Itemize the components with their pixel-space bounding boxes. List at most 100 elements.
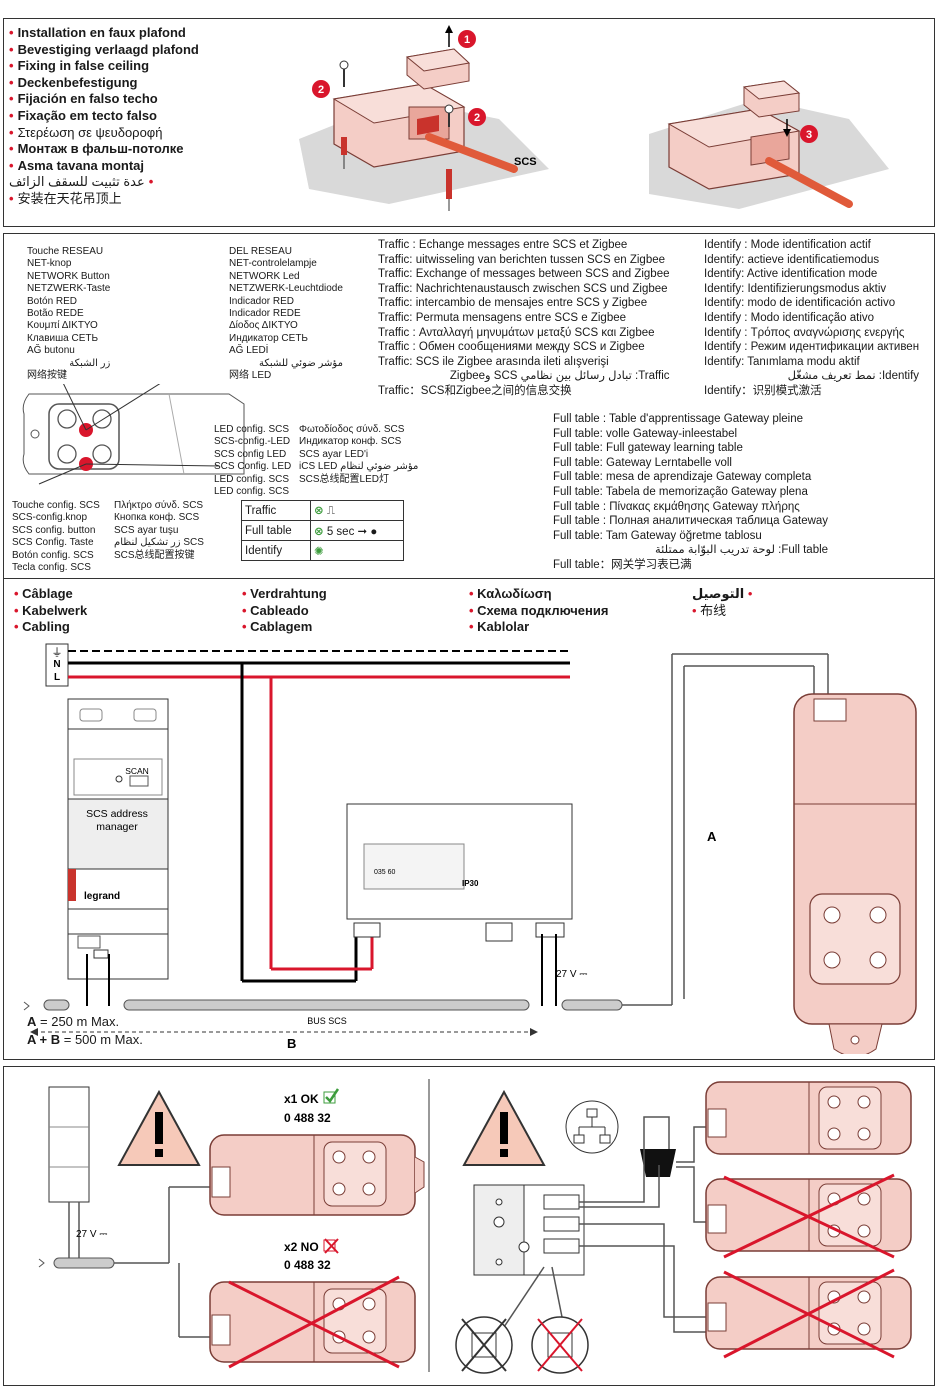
- bullet-icon: •: [9, 190, 14, 206]
- identify-description: Identify : Режим идентификации активен: [704, 341, 920, 354]
- duration: 5 sec: [326, 525, 355, 538]
- scs-led-label: SCS总线配置LED灯: [299, 473, 390, 485]
- svg-text:x2 NO: x2 NO: [284, 1240, 319, 1254]
- gateway-right-2: [705, 1173, 912, 1259]
- cover-top: [405, 25, 471, 90]
- svg-text:27 V ⎓: 27 V ⎓: [76, 1229, 107, 1240]
- legend-label: Identify: [241, 540, 311, 561]
- traffic-description: Traffic: Nachrichtenaustausch zwischen S…: [378, 282, 668, 295]
- traffic-description: Traffic：SCS和Zigbee之间的信息交换: [378, 384, 572, 397]
- power-supply: 035 60 IP30: [346, 803, 573, 942]
- mounting-language-item: •Fijación en falso techo: [9, 91, 269, 108]
- gateway-body-right: [667, 108, 853, 208]
- cabling-title-label: Kabelwerk: [22, 602, 88, 618]
- svg-text:2: 2: [474, 112, 480, 124]
- bullet-icon: •: [242, 602, 251, 618]
- scs-button-label: SCS Config. Taste: [12, 537, 94, 549]
- traffic-description: Traffic : Ανταλλαγή μηνυμάτων μεταξύ SCS…: [378, 326, 655, 339]
- scs-led-label: LED config. SCS: [214, 473, 290, 485]
- scs-button-label: Botón config. SCS: [12, 549, 94, 561]
- cabling-title: • Cabling: [14, 619, 87, 636]
- network-led-label: NET-controlelampje: [229, 258, 317, 270]
- network-led-label: Indicador REDE: [229, 308, 301, 320]
- bullet-icon: •: [9, 25, 14, 40]
- scs-led-label: iCS LED مؤشر ضوئي لنظام: [299, 461, 419, 473]
- svg-text:L: L: [54, 672, 60, 683]
- cabling-title-label: التوصيل: [692, 586, 745, 601]
- network-led-label: مؤشر ضوئي للشبكة: [259, 357, 343, 369]
- network-led-label: NETZWERK-Leuchtdiode: [229, 283, 343, 295]
- identify-description: Identify: Active identification mode: [704, 268, 878, 281]
- bullet-icon: •: [9, 157, 14, 173]
- cabling-title-label: Kablolar: [477, 619, 530, 634]
- mounting-language-label: Fixing in false ceiling: [17, 58, 150, 74]
- arrow-icon: ➞: [357, 525, 368, 538]
- psu-sketch-right: [473, 1184, 585, 1276]
- svg-text:SCAN: SCAN: [125, 766, 149, 776]
- cabling-title-label: 布线: [700, 602, 727, 618]
- svg-text:B: B: [287, 1036, 296, 1051]
- traffic-led-icon: ⊗: [314, 505, 324, 517]
- bullet-icon: •: [9, 107, 14, 123]
- cabling-title: التوصيل •: [692, 586, 752, 603]
- warning-triangle-left: [117, 1089, 201, 1166]
- screws: [339, 60, 454, 211]
- cabling-titles-2: • Verdrahtung• Cableado• Cablagem: [242, 586, 327, 636]
- mounting-language-label: Bevestiging verlaagd plafond: [17, 41, 199, 57]
- cabling-title-label: Câblage: [22, 586, 73, 601]
- cabling-title-label: Καλωδίωση: [477, 586, 552, 601]
- svg-text:A: A: [707, 829, 717, 844]
- cover-right: [742, 80, 801, 137]
- network-button-label: NETWORK Button: [27, 270, 110, 282]
- identify-description: Identify: modo de identificación activo: [704, 297, 896, 310]
- full-table-description: Full table : Table d'apprentissage Gatew…: [553, 413, 804, 425]
- mounting-language-item: •Bevestiging verlaagd plafond: [9, 42, 269, 59]
- legend-row-traffic: Traffic ⊗ ⎍: [241, 500, 404, 521]
- blink-led-icon: ✺: [314, 545, 324, 558]
- ok-check-icon: [323, 1091, 336, 1104]
- scs-button-label: Touche config. SCS: [12, 500, 100, 511]
- cabling-title-label: Cabling: [22, 619, 70, 634]
- network-button-label: AĞ butonu: [27, 345, 75, 357]
- mounting-language-item: •安装在天花吊顶上: [9, 191, 269, 208]
- cabling-titles-1: • Câblage• Kabelwerk• Cabling: [14, 586, 87, 636]
- svg-text:035 60: 035 60: [374, 869, 396, 876]
- warning-panel: 27 V ⎓ x1 OK 0 488 32 x2 NO 0 488 32: [3, 1066, 935, 1386]
- cabling-titles-3: • Καλωδίωση• Схема подключения• Kablolar: [469, 586, 608, 636]
- full-table-description: Full table：网关学习表已满: [553, 558, 692, 571]
- bullet-icon: •: [14, 619, 23, 634]
- svg-text:27 V ⎓: 27 V ⎓: [556, 969, 587, 980]
- legend-row-full-table: Full table ⊗ 5 sec ➞ ●: [241, 520, 404, 541]
- svg-text:BUS SCS: BUS SCS: [307, 1016, 347, 1026]
- bullet-icon: •: [692, 602, 701, 618]
- scs-button-label: SCS总线配置按键: [114, 549, 195, 561]
- scs-led-label: LED config. SCS: [214, 424, 290, 435]
- mounting-language-label: Монтаж в фальш-потолке: [17, 141, 184, 157]
- mounting-language-item: •Fixação em tecto falso: [9, 108, 269, 125]
- full-table-description: Full table : Полная аналитическая таблиц…: [553, 515, 829, 528]
- full-table-description: Full table: لوحة تدريب البوّابة ممتلئة: [655, 544, 829, 557]
- network-led-label: AĞ LEDİ: [229, 345, 269, 357]
- network-button-label: Botão REDE: [27, 308, 84, 320]
- gateway-right-3: [705, 1268, 912, 1359]
- limit-ab: A + B = 500 m Max.: [27, 1032, 143, 1047]
- identify-description: Identify：识别模式激活: [704, 384, 822, 397]
- mounting-language-item: •Στερέωση σε ψευδοροφή: [9, 125, 269, 142]
- bullet-icon: •: [14, 602, 23, 618]
- network-button-label: Κουμπί ΔΙΚΤΥΟ: [27, 320, 98, 332]
- mounting-language-item: •Монтаж в фальш-потолке: [9, 141, 269, 158]
- mounting-language-label: Installation en faux plafond: [17, 25, 186, 40]
- bullet-icon: •: [148, 174, 154, 190]
- network-button-label: NETZWERK-Taste: [27, 283, 111, 295]
- traffic-description: Traffic: تبادل رسائل بين نظامي SCS وZigb…: [449, 370, 670, 383]
- warning-triangle-right: [462, 1089, 546, 1166]
- svg-text:legrand: legrand: [84, 891, 120, 902]
- mounting-language-label: Asma tavana montaj: [17, 157, 144, 173]
